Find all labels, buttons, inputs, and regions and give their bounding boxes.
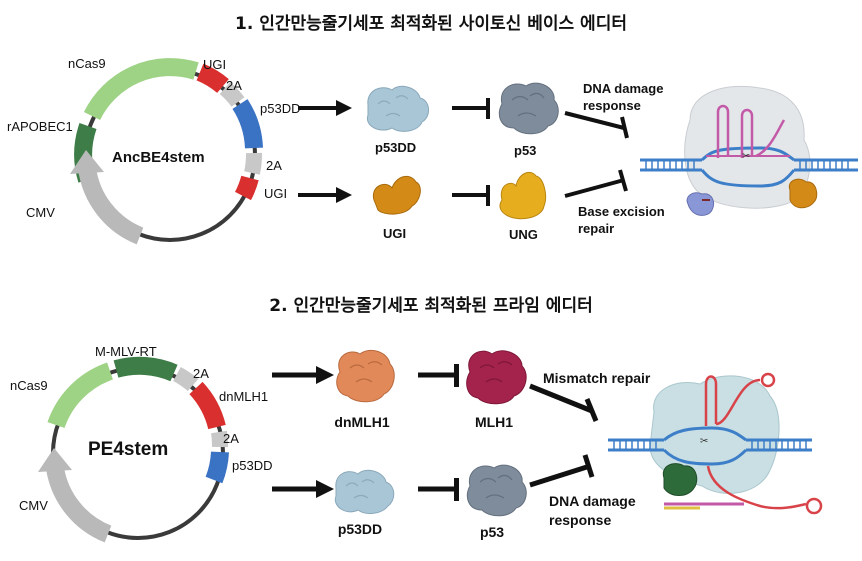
plasmid-name-pe4stem: PE4stem bbox=[88, 439, 169, 460]
cmv-arrowhead bbox=[38, 448, 72, 472]
annotation-base-excision-repair: Base excision repair bbox=[578, 204, 665, 236]
label-cmv: CMV bbox=[26, 205, 55, 220]
svg-text:✂: ✂ bbox=[742, 151, 750, 162]
protein-p53dd-1 bbox=[366, 85, 429, 132]
label-ugi-bottom: UGI bbox=[264, 186, 288, 201]
section1-title: 1. 인간만능줄기세포 최적화된 사이토신 베이스 에디터 bbox=[235, 14, 627, 34]
plasmid-ancbe4stem bbox=[70, 58, 263, 245]
label-ugi-top: UGI bbox=[203, 57, 227, 72]
dnmlh1-segment bbox=[189, 381, 226, 430]
protein-p53-2 bbox=[466, 464, 527, 517]
protein-ung-1 bbox=[499, 171, 547, 220]
plasmid-name-ancbe4stem: AncBE4stem bbox=[112, 149, 205, 166]
label-2a-bottom: 2A bbox=[223, 431, 239, 446]
protein-label-p53-2: p53 bbox=[479, 524, 505, 540]
section2-title: 2. 인간만능줄기세포 최적화된 프라임 에디터 bbox=[269, 296, 593, 316]
cmv-segment bbox=[46, 466, 112, 543]
p53dd-segment bbox=[205, 451, 229, 484]
annotation-mismatch-repair: Mismatch repair bbox=[543, 370, 651, 386]
mmlv-rt-segment bbox=[113, 356, 178, 382]
protein-label-ugi: UGI bbox=[383, 226, 407, 241]
section2-arrows bbox=[272, 364, 599, 501]
annotation-dna-damage-response-1: DNA damage response bbox=[583, 81, 664, 113]
ncas9-segment bbox=[47, 362, 114, 429]
label-ncas9: nCas9 bbox=[10, 378, 48, 393]
protein-label-p53: p53 bbox=[514, 143, 537, 158]
2a-linker-top bbox=[219, 81, 245, 107]
prime-editor-complex: ✂ bbox=[608, 372, 823, 515]
label-dnmlh1-segment: dnMLH1 bbox=[219, 389, 269, 404]
label-2a-top: 2A bbox=[226, 78, 242, 93]
label-p53dd-segment: p53DD bbox=[232, 458, 273, 473]
protein-label-p53dd: p53DD bbox=[375, 140, 417, 155]
protein-mlh1 bbox=[466, 350, 527, 405]
protein-p53-1 bbox=[498, 82, 559, 135]
p53dd-segment bbox=[232, 99, 263, 149]
label-rapobec1: rAPOBEC1 bbox=[7, 119, 73, 134]
plasmid-pe4stem bbox=[38, 356, 229, 543]
2a-linker-top bbox=[173, 366, 199, 392]
label-cmv: CMV bbox=[19, 498, 48, 513]
section1-arrows bbox=[298, 98, 629, 206]
2a-linker-bottom bbox=[211, 430, 229, 448]
ncas9-segment bbox=[83, 58, 199, 121]
label-2a-top: 2A bbox=[193, 366, 209, 381]
cmv-arrowhead bbox=[70, 150, 104, 174]
cmv-segment bbox=[78, 166, 144, 245]
base-editor-complex: ✂ bbox=[640, 85, 858, 216]
protein-label-dnmlh1: dnMLH1 bbox=[334, 414, 390, 430]
2a-linker-bottom bbox=[244, 152, 262, 175]
label-ncas9: nCas9 bbox=[68, 56, 106, 71]
protein-label-ung: UNG bbox=[509, 227, 538, 242]
protein-dnmlh1 bbox=[336, 349, 395, 403]
annotation-dna-damage-response-2: DNA damage response bbox=[549, 493, 636, 528]
protein-label-p53dd-2: p53DD bbox=[337, 521, 383, 537]
label-2a-bottom: 2A bbox=[266, 158, 282, 173]
protein-label-mlh1: MLH1 bbox=[474, 414, 514, 430]
label-p53dd-segment: p53DD bbox=[260, 101, 301, 116]
ugi-segment-bottom bbox=[234, 175, 259, 201]
ugi-segment-top bbox=[196, 63, 229, 94]
svg-text:✂: ✂ bbox=[700, 436, 708, 447]
protein-ugi-1 bbox=[372, 175, 421, 215]
protein-p53dd-2 bbox=[334, 469, 395, 514]
label-mmlv-rt: M-MLV-RT bbox=[95, 344, 157, 359]
